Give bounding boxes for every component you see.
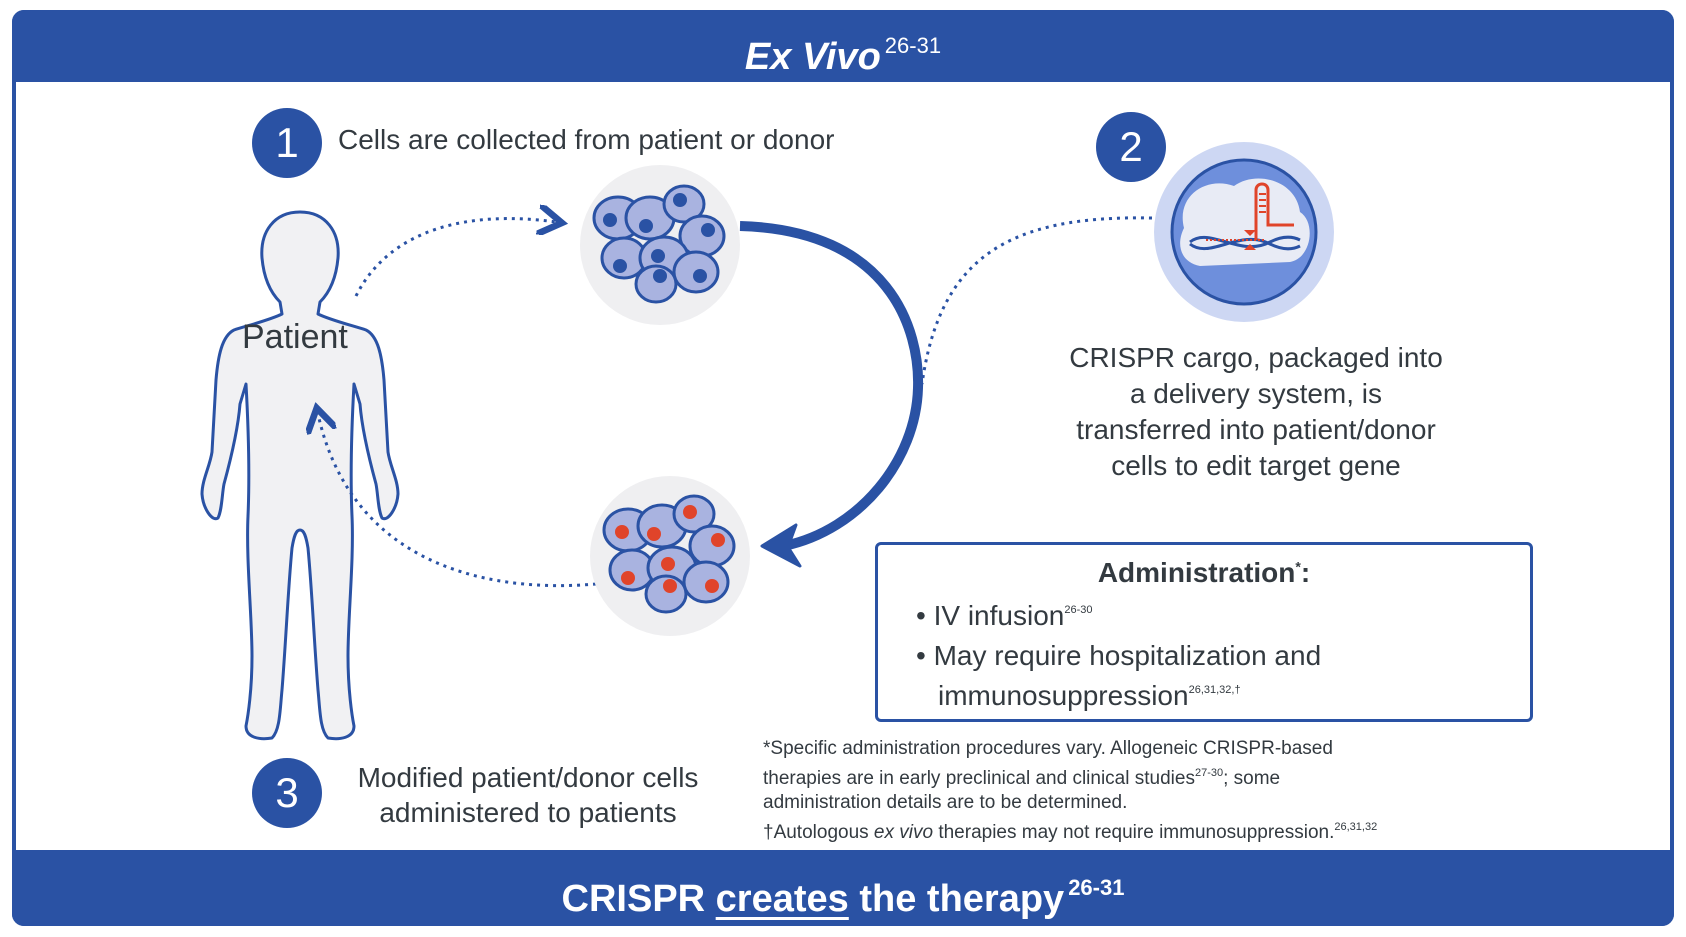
step-2-line-1: CRISPR cargo, packaged into bbox=[1069, 342, 1443, 373]
step-1-badge: 1 bbox=[252, 108, 322, 178]
administration-title-suffix: : bbox=[1300, 557, 1311, 588]
step-3-label: Modified patient/donor cells administere… bbox=[330, 760, 726, 830]
footnote-line-2-text: therapies are in early preclinical and c… bbox=[763, 768, 1195, 789]
admin-item-iv-infusion: • IV infusion26-30 bbox=[916, 600, 1093, 631]
administration-title-text: Administration bbox=[1097, 557, 1296, 588]
return-dotted-arrow bbox=[318, 414, 597, 588]
footnote-line-4-tail: therapies may not require immunosuppress… bbox=[933, 822, 1335, 843]
step-2-number: 2 bbox=[1119, 123, 1143, 170]
administration-title-mark: * bbox=[1295, 558, 1301, 575]
patient-label: Patient bbox=[242, 318, 348, 356]
admin-item-iv-infusion-text: IV infusion bbox=[933, 600, 1065, 631]
patient-figure bbox=[200, 210, 400, 741]
admin-item-iv-infusion-refs: 26-30 bbox=[1064, 604, 1093, 616]
administration-box: Administration*: • IV infusion26-30 • Ma… bbox=[875, 542, 1533, 722]
step-1-number: 1 bbox=[275, 119, 299, 166]
step-3-number: 3 bbox=[275, 769, 299, 816]
admin-item-hospitalization-text-2: immunosuppression bbox=[938, 680, 1189, 711]
step-3-badge: 3 bbox=[252, 758, 322, 828]
header-title-refs: 26-31 bbox=[884, 33, 942, 58]
collect-dotted-arrow bbox=[354, 219, 556, 297]
footnote-line-4-text: †Autologous bbox=[763, 822, 874, 843]
modified-cells-icon bbox=[590, 476, 750, 636]
step-3-line-1: Modified patient/donor cells bbox=[357, 762, 699, 793]
crispr-delivery-icon bbox=[1154, 142, 1334, 322]
step-2-line-3: transferred into patient/donor bbox=[1076, 414, 1436, 445]
footnote-line-4: †Autologous ex vivo therapies may not re… bbox=[763, 815, 1463, 845]
step-2-line-2: a delivery system, is bbox=[1129, 378, 1383, 409]
footnote-line-3: administration details are to be determi… bbox=[763, 792, 1128, 813]
header-title-text: Ex Vivo bbox=[744, 36, 881, 78]
step-1-label: Cells are collected from patient or dono… bbox=[338, 124, 835, 155]
footer-emphasis: creates bbox=[715, 878, 849, 920]
footnotes: *Specific administration procedures vary… bbox=[763, 737, 1463, 845]
admin-item-hospitalization-text-1: May require hospitalization and bbox=[933, 640, 1322, 671]
footnote-line-2-tail: ; some bbox=[1223, 768, 1281, 789]
cycle-arrow bbox=[739, 221, 924, 568]
admin-item-hospitalization: • May require hospitalization and immuno… bbox=[916, 639, 1321, 713]
step-2-badge: 2 bbox=[1096, 112, 1166, 182]
footnote-line-2-refs: 27-30 bbox=[1194, 767, 1224, 779]
collected-cells-icon bbox=[580, 165, 740, 325]
admin-item-hospitalization-refs: 26,31,32,† bbox=[1188, 684, 1241, 696]
admin-item-hospitalization-line-1: • May require hospitalization and bbox=[916, 640, 1322, 671]
footnote-line-4-refs: 26,31,32 bbox=[1334, 821, 1378, 833]
footnote-line-4-italic: ex vivo bbox=[873, 822, 934, 843]
footnote-line-1: *Specific administration procedures vary… bbox=[763, 738, 1333, 759]
admin-item-hospitalization-line-2: immunosuppression26,31,32,† bbox=[916, 673, 1321, 713]
cargo-dotted-arrow bbox=[920, 216, 1153, 385]
step-2-line-4: cells to edit target gene bbox=[1111, 450, 1401, 481]
footer-suffix: the therapy bbox=[848, 878, 1065, 920]
footnote-line-2: therapies are in early preclinical and c… bbox=[763, 761, 1463, 791]
step-3-line-2: administered to patients bbox=[379, 797, 677, 828]
footer-prefix: CRISPR bbox=[561, 878, 716, 920]
step-2-label: CRISPR cargo, packaged into a delivery s… bbox=[1016, 340, 1496, 484]
footer-refs: 26-31 bbox=[1068, 875, 1125, 900]
administration-title: Administration*: bbox=[878, 557, 1530, 589]
